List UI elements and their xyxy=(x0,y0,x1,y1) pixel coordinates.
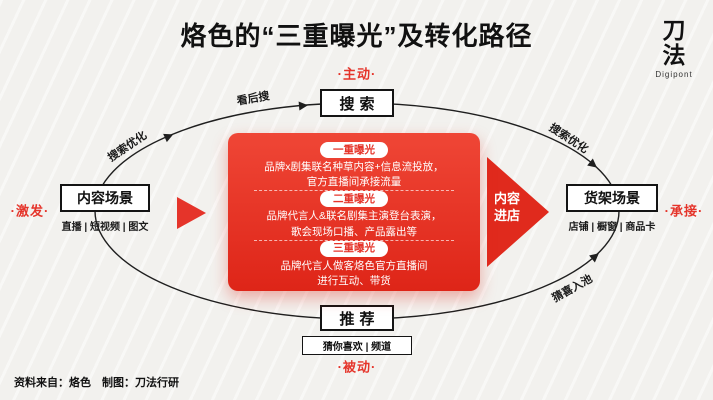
arrowhead-left-seo-icon xyxy=(163,133,174,143)
page-title: 烙色的“三重曝光”及转化路径 xyxy=(180,21,533,51)
tag-receive: ·承接· xyxy=(664,203,704,219)
exposure-pill-3: 三重曝光 xyxy=(320,240,388,257)
triple-exposure-panel: 一重曝光 品牌x剧集联名种草内容+信息流投放， 官方直播间承接流量 二重曝光 品… xyxy=(228,133,480,291)
daofa-logo: 刀 法 Digipont xyxy=(651,18,697,79)
node-shelf-sub: 店铺 | 橱窗 | 商品卡 xyxy=(568,222,656,233)
node-content-scene: 内容场景 xyxy=(60,184,150,212)
content-to-store-arrow-icon xyxy=(487,157,549,267)
tag-active: ·主动· xyxy=(337,66,377,82)
node-recommend-sub: 猜你喜欢 | 频道 xyxy=(302,336,412,355)
exposure-pill-2: 二重曝光 xyxy=(320,191,388,208)
tag-passive: ·被动· xyxy=(337,359,377,375)
logo-subtext: Digipont xyxy=(655,70,693,79)
exposure-section-1: 一重曝光 品牌x剧集联名种草内容+信息流投放， 官方直播间承接流量 xyxy=(240,142,468,190)
exposure-desc-3: 品牌代言人做客烙色官方直播间 进行互动、带货 xyxy=(280,259,428,288)
exposure-desc-1: 品牌x剧集联名种草内容+信息流投放， 官方直播间承接流量 xyxy=(264,161,444,189)
node-recommend: 推荐 xyxy=(320,305,394,331)
dashed-divider xyxy=(253,190,455,192)
arrowhead-to-shelf-bottom-icon xyxy=(589,253,599,263)
node-search: 搜索 xyxy=(320,89,394,117)
source-credit: 资料来自：烙色 制图：刀法行研 xyxy=(14,377,179,389)
exposure-desc-2: 品牌代言人&联名剧集主演登台表演， 歌会现场口播、产品露出等 xyxy=(266,210,442,238)
logo-char-2: 法 xyxy=(662,43,686,68)
node-shelf-scene: 货架场景 xyxy=(566,184,658,212)
exposure-pill-1: 一重曝光 xyxy=(320,142,388,158)
tag-ignite: ·激发· xyxy=(10,203,50,219)
arrowhead-to-shelf-top-icon xyxy=(587,158,597,168)
dashed-divider xyxy=(253,239,455,241)
arrowhead-to-search-icon xyxy=(298,101,308,111)
content-to-center-arrow-icon xyxy=(177,197,206,229)
exposure-section-2: 二重曝光 品牌代言人&联名剧集主演登台表演， 歌会现场口播、产品露出等 xyxy=(240,191,468,239)
node-content-sub: 直播 | 短视频 | 图文 xyxy=(61,222,149,233)
content-to-store-label: 内容 进店 xyxy=(493,191,520,223)
logo-char-1: 刀 xyxy=(662,18,686,43)
exposure-section-3: 三重曝光 品牌代言人做客烙色官方直播间 进行互动、带货 xyxy=(240,240,468,289)
